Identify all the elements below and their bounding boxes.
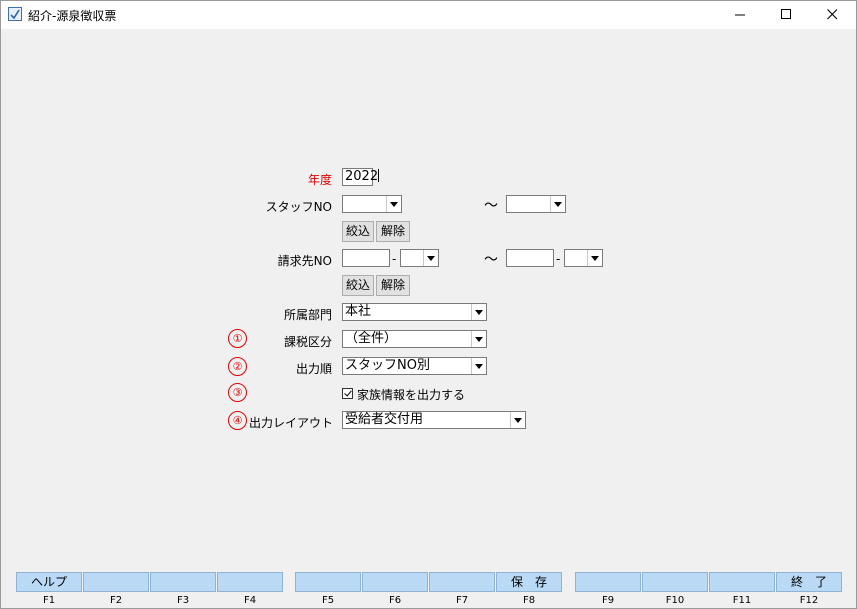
chevron-down-icon xyxy=(423,250,438,266)
marker-1: ① xyxy=(228,329,247,348)
range-tilde: ～ xyxy=(484,252,498,268)
f5-key-label: F5 xyxy=(321,595,335,606)
f7-key-label: F7 xyxy=(455,595,469,606)
f8-key-label: F8 xyxy=(522,595,536,606)
department-label: 所属部門 xyxy=(283,308,332,322)
f6-button[interactable] xyxy=(362,572,428,592)
f1-key-label: F1 xyxy=(42,595,56,606)
f4-button[interactable] xyxy=(217,572,283,592)
f6-key-label: F6 xyxy=(388,595,402,606)
chevron-down-icon xyxy=(471,304,486,320)
f9-button[interactable] xyxy=(575,572,641,592)
maximize-button[interactable] xyxy=(765,1,809,29)
f12-key-label: F12 xyxy=(799,595,819,606)
client-to-dash: - xyxy=(556,252,561,266)
window-title: 紹介-源泉徴収票 xyxy=(28,9,117,23)
f2-key-label: F2 xyxy=(109,595,123,606)
f4-key-label: F4 xyxy=(243,595,257,606)
staff-clear-button[interactable]: 解除 xyxy=(376,221,410,242)
year-label: 年度 xyxy=(307,173,332,187)
department-select[interactable]: 本社 xyxy=(342,303,487,321)
chevron-down-icon xyxy=(510,412,525,428)
staff-no-to-select[interactable] xyxy=(506,195,566,213)
chevron-down-icon xyxy=(471,358,486,374)
family-info-label[interactable]: 家族情報を出力する xyxy=(357,388,466,402)
close-button[interactable] xyxy=(811,1,855,29)
f2-button[interactable] xyxy=(83,572,149,592)
f12-exit-button[interactable]: 終 了 xyxy=(776,572,842,592)
chevron-down-icon xyxy=(386,196,401,212)
marker-4: ④ xyxy=(228,411,247,430)
f10-key-label: F10 xyxy=(665,595,685,606)
range-tilde: ～ xyxy=(484,198,498,214)
output-order-select[interactable]: スタッフNO別 xyxy=(342,357,487,375)
marker-3: ③ xyxy=(228,383,247,402)
year-input[interactable]: 2022 xyxy=(342,168,380,186)
maximize-icon xyxy=(781,9,791,19)
client-no-to-sub-select[interactable] xyxy=(564,249,603,267)
f5-button[interactable] xyxy=(295,572,361,592)
f11-button[interactable] xyxy=(709,572,775,592)
staff-filter-button[interactable]: 絞込 xyxy=(342,221,374,242)
client-no-label: 請求先NO xyxy=(277,254,332,268)
minimize-icon xyxy=(735,14,745,16)
output-order-label: 出力順 xyxy=(295,362,332,376)
app-icon xyxy=(8,7,22,21)
output-layout-label: 出力レイアウト xyxy=(249,416,334,430)
client-no-to-input[interactable] xyxy=(506,249,554,267)
f8-save-button[interactable]: 保 存 xyxy=(496,572,562,592)
f7-button[interactable] xyxy=(429,572,495,592)
title-bar[interactable]: 紹介-源泉徴収票 xyxy=(1,1,856,29)
f9-key-label: F9 xyxy=(601,595,615,606)
output-layout-select[interactable]: 受給者交付用 xyxy=(342,411,526,429)
client-filter-button[interactable]: 絞込 xyxy=(342,275,374,296)
f11-key-label: F11 xyxy=(732,595,752,606)
client-no-from-sub-select[interactable] xyxy=(400,249,439,267)
client-no-from-input[interactable] xyxy=(342,249,390,267)
chevron-down-icon xyxy=(550,196,565,212)
close-icon xyxy=(827,9,838,20)
f3-button[interactable] xyxy=(150,572,216,592)
chevron-down-icon xyxy=(587,250,602,266)
f10-button[interactable] xyxy=(642,572,708,592)
staff-no-label: スタッフNO xyxy=(265,200,332,214)
family-info-checkbox[interactable] xyxy=(342,388,353,399)
client-clear-button[interactable]: 解除 xyxy=(376,275,410,296)
minimize-button[interactable] xyxy=(719,1,763,29)
staff-no-from-select[interactable] xyxy=(342,195,402,213)
client-from-dash: - xyxy=(392,252,397,266)
marker-2: ② xyxy=(228,357,247,376)
f3-key-label: F3 xyxy=(176,595,190,606)
f1-help-button[interactable]: ヘルプ xyxy=(16,572,82,592)
tax-category-label: 課税区分 xyxy=(283,335,332,349)
tax-category-select[interactable]: （全件） xyxy=(342,330,487,348)
chevron-down-icon xyxy=(471,331,486,347)
